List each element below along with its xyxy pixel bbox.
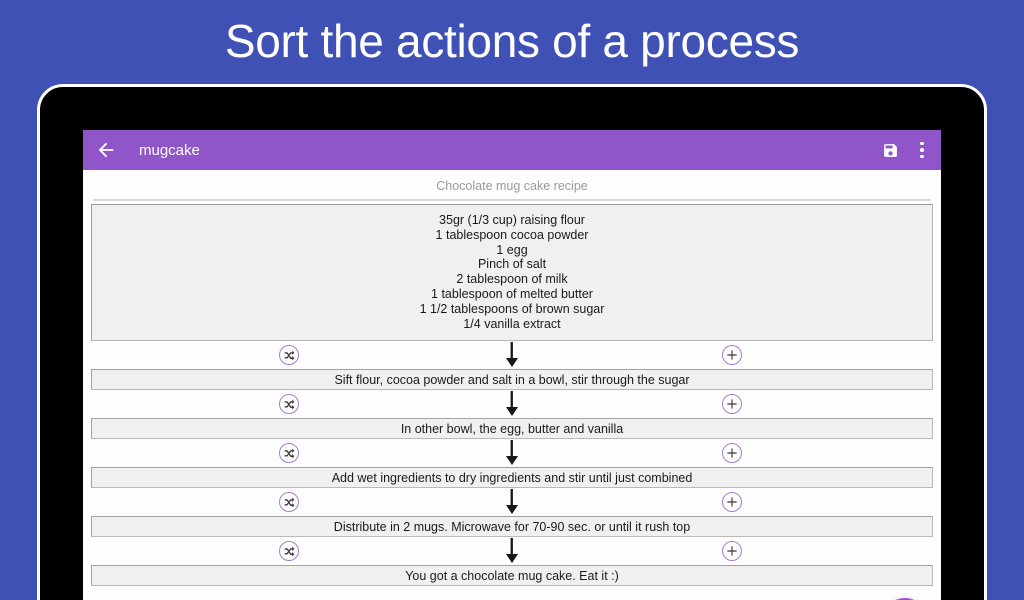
promo-headline: Sort the actions of a process xyxy=(224,15,800,67)
overflow-dot xyxy=(920,141,924,146)
edit-fab-button[interactable] xyxy=(883,598,927,600)
ingredients-card[interactable]: 35gr (1/3 cup) raising flour 1 tablespoo… xyxy=(91,204,933,342)
arrow-down-icon xyxy=(505,538,519,564)
process-editor-content: Chocolate mug cake recipe 35gr (1/3 cup)… xyxy=(83,170,941,600)
shuffle-icon[interactable] xyxy=(279,394,299,415)
save-floppy-icon[interactable] xyxy=(882,142,899,159)
arrow-down-icon xyxy=(505,489,519,515)
add-circle-icon[interactable] xyxy=(722,394,742,415)
add-circle-icon[interactable] xyxy=(722,345,742,366)
step-text: Add wet ingredients to dry ingredients a… xyxy=(331,470,693,485)
tablet-device-frame: mugcake Chocolate mug cake recipe xyxy=(37,84,987,600)
ingredient-line: 1 tablespoon cocoa powder xyxy=(435,227,589,242)
ingredient-line: Pinch of salt xyxy=(477,257,547,272)
add-circle-icon[interactable] xyxy=(722,492,742,513)
step-row[interactable]: Sift flour, cocoa powder and salt in a b… xyxy=(91,369,933,391)
step-row[interactable]: Add wet ingredients to dry ingredients a… xyxy=(91,467,933,489)
appbar-actions xyxy=(882,140,927,161)
connector-row xyxy=(91,341,933,369)
step-text: Sift flour, cocoa powder and salt in a b… xyxy=(334,372,690,387)
ingredient-line: 2 tablespoon of milk xyxy=(456,272,568,287)
connector-row xyxy=(91,537,933,565)
step-row[interactable]: Distribute in 2 mugs. Microwave for 70-9… xyxy=(91,516,933,538)
shuffle-icon[interactable] xyxy=(279,492,299,513)
connector-row xyxy=(91,439,933,467)
app-bar: mugcake xyxy=(83,130,941,170)
arrow-down-icon xyxy=(505,391,519,417)
shuffle-icon[interactable] xyxy=(279,443,299,464)
step-text: In other bowl, the egg, butter and vanil… xyxy=(400,421,624,436)
ingredient-line: 1/4 vanilla extract xyxy=(463,316,561,331)
shuffle-icon[interactable] xyxy=(279,345,299,366)
title-divider xyxy=(93,199,931,201)
connector-row xyxy=(91,488,933,516)
ingredient-line: 1 egg xyxy=(496,242,528,257)
step-text: You got a chocolate mug cake. Eat it :) xyxy=(405,568,619,583)
recipe-title: Chocolate mug cake recipe xyxy=(436,179,588,193)
step-text: Distribute in 2 mugs. Microwave for 70-9… xyxy=(333,519,691,534)
step-row[interactable]: You got a chocolate mug cake. Eat it :) xyxy=(91,565,933,587)
ingredient-line: 35gr (1/3 cup) raising flour xyxy=(439,213,585,227)
tablet-screen: mugcake Chocolate mug cake recipe xyxy=(83,130,941,600)
arrow-down-icon xyxy=(505,440,519,466)
step-row[interactable]: In other bowl, the egg, butter and vanil… xyxy=(91,418,933,440)
app-title: mugcake xyxy=(139,141,200,159)
overflow-dot xyxy=(920,148,924,152)
add-circle-icon[interactable] xyxy=(722,443,742,464)
overflow-menu-icon[interactable] xyxy=(917,140,927,161)
connector-row xyxy=(91,390,933,418)
ingredient-line: 1 tablespoon of melted butter xyxy=(431,286,593,301)
add-circle-icon[interactable] xyxy=(722,541,742,562)
overflow-dot xyxy=(920,154,924,159)
arrow-down-icon xyxy=(505,342,519,368)
shuffle-icon[interactable] xyxy=(279,541,299,562)
back-arrow-icon[interactable] xyxy=(95,139,117,161)
ingredient-line: 1 1/2 tablespoons of brown sugar xyxy=(419,301,605,316)
